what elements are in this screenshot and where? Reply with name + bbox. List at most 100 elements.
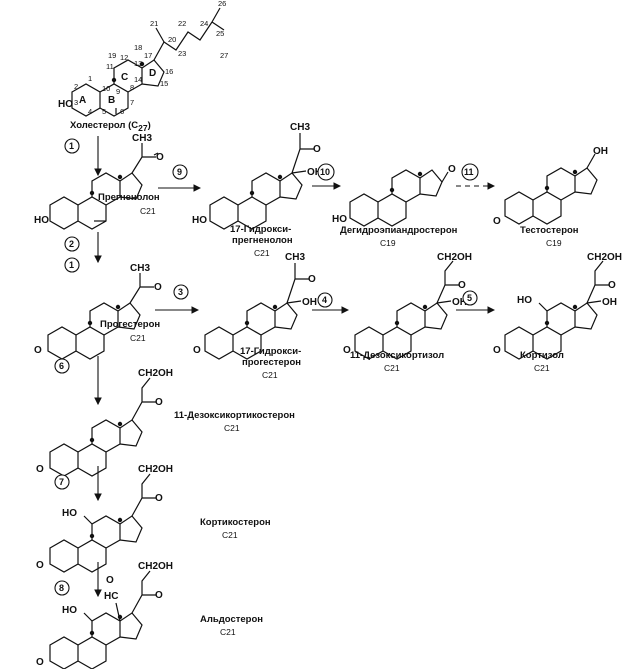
deoxycorticosterone-structure: O O CH2OH xyxy=(36,368,173,477)
step-number: 1 xyxy=(69,141,74,151)
step-markers: 1 2 1 3 4 5 6 7 8 9 10 11 xyxy=(54,138,479,596)
aldosterone-o: O xyxy=(36,657,44,668)
c-num: 27 xyxy=(220,51,228,60)
hydroxyprogesterone-label-2: прогестерон xyxy=(242,357,301,368)
progesterone-structure: O O CH3 xyxy=(34,263,162,360)
step-circle xyxy=(64,236,80,252)
c-num: 1 xyxy=(88,74,92,83)
reaction-arrows xyxy=(94,136,496,598)
dhea-carbon: C19 xyxy=(380,238,396,248)
deoxycortisol-label: 11-Дезоксикортизол xyxy=(350,350,444,361)
step-number: 2 xyxy=(69,239,74,249)
aldosterone-label: Альдостерон xyxy=(200,614,263,625)
cortisol-oh: OH xyxy=(602,297,617,308)
hydroxyprogesterone-label-1: 17-Гидрокси- xyxy=(240,346,301,357)
hydroxypregnenolone-carbon: C21 xyxy=(254,248,270,258)
hydroxyprogesterone-ch3: CH3 xyxy=(285,252,305,263)
step-number: 5 xyxy=(467,293,472,303)
step-number: 9 xyxy=(177,167,182,177)
hydroxyprogesterone-keto: O xyxy=(308,274,316,285)
step-circle xyxy=(462,290,478,306)
c-num: 16 xyxy=(165,67,173,76)
cortisol-ch2oh: CH2OH xyxy=(587,252,622,263)
corticosterone-carbon: C21 xyxy=(222,530,238,540)
step-number: 1 xyxy=(69,260,74,270)
step-number: 11 xyxy=(464,167,474,177)
corticosterone-ho: HO xyxy=(62,508,77,519)
hydroxypregnenolone-ch3: CH3 xyxy=(290,122,310,133)
deoxycorticosterone-o: O xyxy=(36,464,44,475)
c-num: 17 xyxy=(144,51,152,60)
c-num: 18 xyxy=(134,43,142,52)
corticosterone-ch2oh: CH2OH xyxy=(138,464,173,475)
step-circle xyxy=(64,138,80,154)
dhea-label: Дегидроэпиандростерон xyxy=(340,225,458,236)
c-num: 10 xyxy=(102,84,110,93)
hydroxypregnenolone-structure: HO O OH CH3 xyxy=(192,122,322,230)
aldosterone-hc: HC xyxy=(104,591,118,602)
pregnenolone-o: O xyxy=(156,152,164,163)
c-num: 6 xyxy=(120,107,124,116)
aldosterone-ho: HO xyxy=(62,605,77,616)
c-num: 12 xyxy=(120,53,128,62)
ring-b-letter: B xyxy=(108,95,115,106)
cortisol-keto: O xyxy=(608,280,616,291)
cortisol-ho: HO xyxy=(517,295,532,306)
aldosterone-keto: O xyxy=(155,590,163,601)
c-num: 3 xyxy=(74,98,78,107)
cortisol-carbon: C21 xyxy=(534,363,550,373)
c-num: 13 xyxy=(134,59,142,68)
testosterone-o: O xyxy=(493,216,501,227)
hydroxypregnenolone-oh: OH xyxy=(307,167,322,178)
cholesterol-structure: HO A B C D 1 2 3 4 5 6 7 8 9 10 11 12 13… xyxy=(58,0,228,117)
deoxycortisol-structure: O O OH CH2OH xyxy=(343,252,472,360)
cortisol-label: Кортизол xyxy=(520,350,564,361)
deoxycortisol-keto: O xyxy=(458,280,466,291)
deoxycortisol-oh: OH xyxy=(452,297,467,308)
progesterone-label: Прогестерон xyxy=(100,319,160,330)
aldosterone-carbon: C21 xyxy=(220,627,236,637)
dhea-o: O xyxy=(448,164,456,175)
pregnenolone-ch3: CH3 xyxy=(132,133,152,144)
deoxycortisol-ch2oh: CH2OH xyxy=(437,252,472,263)
c-num: 22 xyxy=(178,19,186,28)
step-number: 7 xyxy=(59,477,64,487)
corticosterone-o: O xyxy=(36,560,44,571)
testosterone-structure: O OH xyxy=(493,146,608,227)
cortisol-o: O xyxy=(493,345,501,356)
c-num: 14 xyxy=(134,75,142,84)
step-number: 10 xyxy=(320,167,330,177)
cholesterol-label: Холестерол (C27) xyxy=(70,120,151,133)
ring-d-letter: D xyxy=(149,68,156,79)
hydroxyprogesterone-structure: O O OH CH3 xyxy=(193,252,317,360)
step-circle xyxy=(54,358,70,374)
pregnenolone-ho: HO xyxy=(34,215,49,226)
c-num: 24 xyxy=(200,19,208,28)
hydroxyprogesterone-oh: OH xyxy=(302,297,317,308)
step-circle xyxy=(64,257,80,273)
step-circle xyxy=(54,580,70,596)
c-num: 8 xyxy=(130,83,134,92)
step-circle xyxy=(461,163,479,181)
step-number: 8 xyxy=(59,583,64,593)
dhea-structure: HO O xyxy=(332,164,456,227)
c-num: 19 xyxy=(108,51,116,60)
step-circle xyxy=(317,163,335,181)
testosterone-oh: OH xyxy=(593,146,608,157)
hydroxypregnenolone-ho: HO xyxy=(192,215,207,226)
c-num: 20 xyxy=(168,35,176,44)
step-circle xyxy=(54,474,70,490)
progesterone-carbon: C21 xyxy=(130,333,146,343)
corticosterone-keto: O xyxy=(155,493,163,504)
c-num: 23 xyxy=(178,49,186,58)
c-num: 25 xyxy=(216,29,224,38)
deoxycorticosterone-label: 11-Дезоксикортикостерон xyxy=(174,410,295,421)
deoxycorticosterone-ch2oh: CH2OH xyxy=(138,368,173,379)
testosterone-label: Тестостерон xyxy=(520,225,579,236)
pregnenolone-label: Прегненолон xyxy=(98,192,160,203)
step-number: 3 xyxy=(178,287,183,297)
aldosterone-ch2oh: CH2OH xyxy=(138,561,173,572)
hydroxypregnenolone-label-2: прегненолон xyxy=(232,235,293,246)
